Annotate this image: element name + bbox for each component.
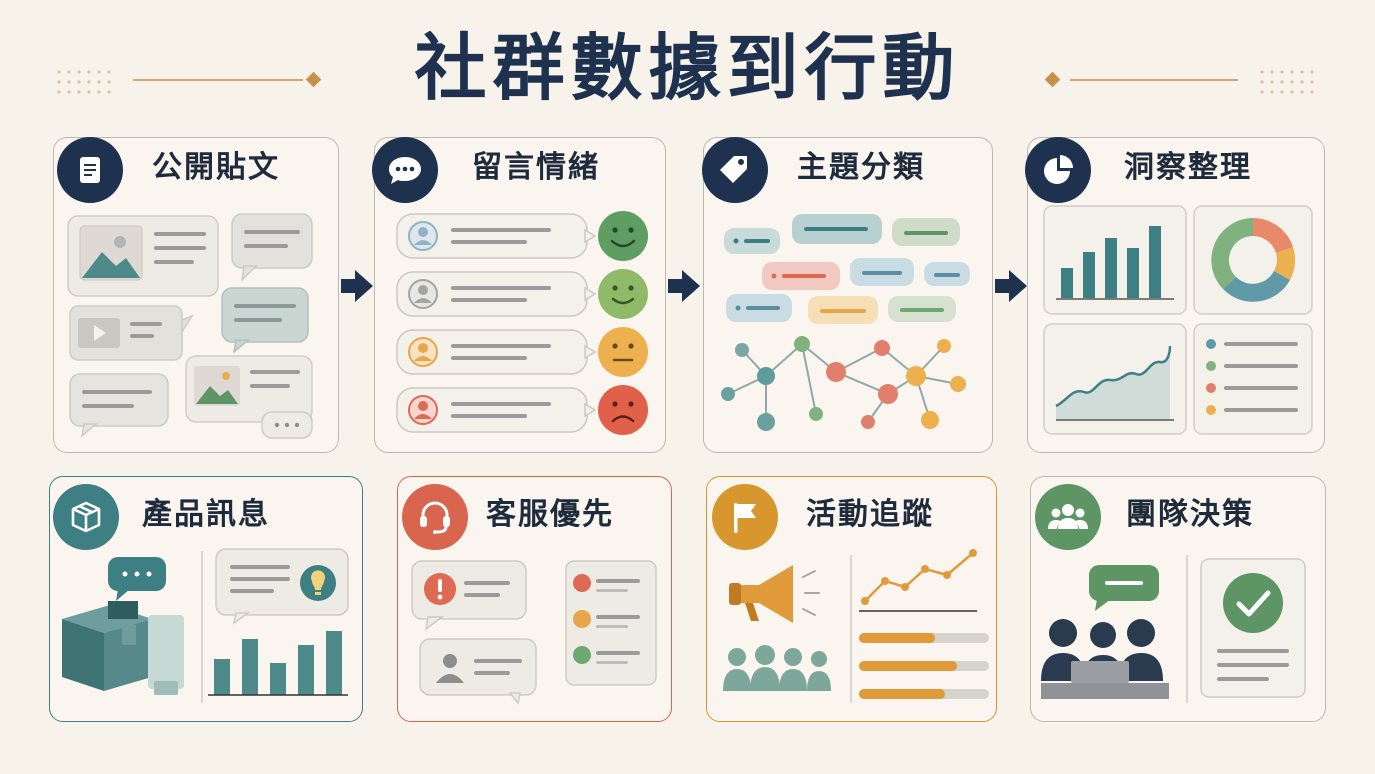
tag-icon bbox=[702, 137, 768, 203]
step-title-comment-sentiment: 留言情緒 bbox=[472, 150, 600, 185]
team-icon bbox=[1035, 484, 1101, 550]
headset-icon bbox=[402, 484, 468, 550]
step-title-insight-summary: 洞察整理 bbox=[1124, 150, 1252, 185]
posts-illustration bbox=[67, 213, 313, 439]
pie-chart-icon bbox=[1025, 137, 1091, 203]
step-title-topic-classification: 主題分類 bbox=[797, 150, 925, 185]
document-icon bbox=[57, 137, 123, 203]
title-decoration-left bbox=[57, 70, 322, 94]
topic-illustration bbox=[721, 214, 970, 431]
campaign-illustration bbox=[723, 549, 989, 703]
action-title-product-messaging: 產品訊息 bbox=[142, 497, 270, 532]
action-title-campaign-tracking: 活動追蹤 bbox=[806, 497, 934, 532]
page-title: 社群數據到行動 bbox=[414, 25, 961, 110]
chat-bubble-icon bbox=[372, 137, 438, 203]
step-title-public-posts: 公開貼文 bbox=[152, 150, 280, 185]
service-illustration bbox=[411, 560, 657, 705]
panel-comment-sentiment bbox=[374, 137, 666, 453]
panel-insight-summary bbox=[1027, 137, 1325, 453]
sentiment-illustration bbox=[396, 211, 648, 435]
flow-arrow-1 bbox=[341, 270, 373, 302]
product-illustration bbox=[62, 548, 349, 703]
insight-illustration bbox=[1043, 205, 1313, 435]
flow-arrow-3 bbox=[995, 270, 1027, 302]
action-title-customer-service: 客服優先 bbox=[486, 497, 614, 532]
box-icon bbox=[53, 484, 119, 550]
panel-product-messaging bbox=[49, 476, 363, 722]
flow-arrow-2 bbox=[668, 270, 700, 302]
action-title-team-decision: 團隊決策 bbox=[1126, 497, 1254, 532]
flag-icon bbox=[712, 484, 778, 550]
decision-illustration bbox=[1041, 555, 1306, 703]
title-decoration-right bbox=[1044, 70, 1314, 94]
